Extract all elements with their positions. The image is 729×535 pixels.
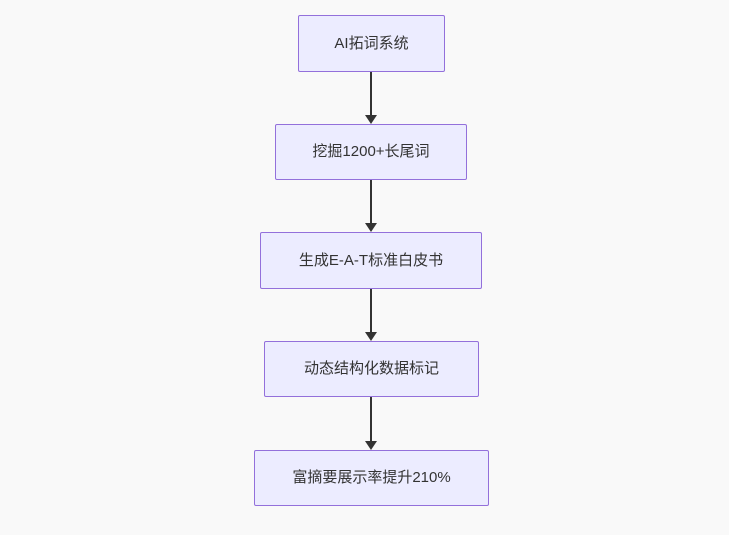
arrow-head-icon bbox=[365, 332, 377, 341]
flow-node-rich-snippet-result: 富摘要展示率提升210% bbox=[254, 450, 489, 506]
arrow-head-icon bbox=[365, 115, 377, 124]
flow-arrow-3 bbox=[365, 289, 377, 341]
flow-node-label: 动态结构化数据标记 bbox=[303, 360, 439, 377]
arrow-head-icon bbox=[365, 441, 377, 450]
flow-arrow-1 bbox=[365, 72, 377, 124]
arrow-line bbox=[370, 397, 372, 441]
flow-arrow-2 bbox=[365, 180, 377, 232]
arrow-line bbox=[370, 289, 372, 332]
flow-node-label: 挖掘1200+长尾词 bbox=[312, 143, 430, 160]
flow-node-structured-data-markup: 动态结构化数据标记 bbox=[264, 341, 479, 397]
flow-node-longtail-keywords: 挖掘1200+长尾词 bbox=[275, 124, 467, 180]
flow-node-label: 富摘要展示率提升210% bbox=[292, 469, 451, 486]
flow-node-label: 生成E-A-T标准白皮书 bbox=[298, 251, 444, 269]
flow-arrow-4 bbox=[365, 397, 377, 450]
flow-node-ai-word-system: AI拓词系统 bbox=[298, 15, 445, 72]
flow-node-eat-whitepaper: 生成E-A-T标准白皮书 bbox=[260, 232, 482, 289]
flow-node-label: AI拓词系统 bbox=[334, 34, 409, 52]
arrow-line bbox=[370, 180, 372, 223]
arrow-line bbox=[370, 72, 372, 115]
arrow-head-icon bbox=[365, 223, 377, 232]
